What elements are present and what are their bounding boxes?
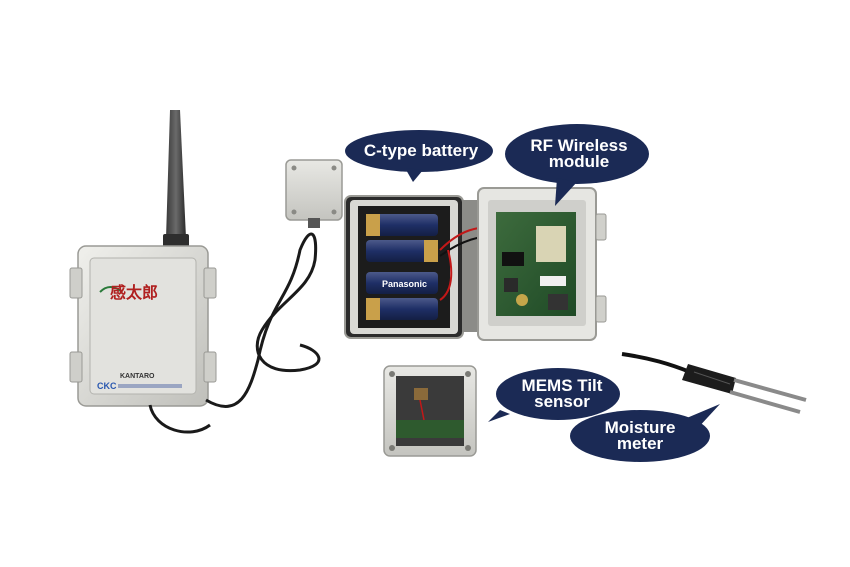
brand-text: KANTARO — [120, 373, 155, 380]
rf-enclosure — [477, 187, 607, 341]
batteries: Panasonic — [366, 214, 438, 320]
callout-moisture-line1: Moisture — [604, 418, 676, 437]
sensor-cable — [205, 232, 321, 408]
moisture-probe — [621, 352, 807, 414]
transmitter-unit: 感太郎 KANTARO CKC — [69, 110, 217, 407]
battery-brand: Panasonic — [382, 279, 427, 289]
callout-battery-text: C-type battery — [363, 141, 479, 160]
callout-mems-line2: sensor — [534, 392, 590, 411]
callout-rf-line1: RF Wireless — [530, 136, 628, 155]
logo-text: 感太郎 — [110, 283, 158, 302]
callout-mems: MEMS Tilt sensor — [488, 366, 620, 426]
callout-moisture-line2: meter — [616, 434, 664, 453]
callout-mems-line1: MEMS Tilt — [521, 376, 603, 395]
callout-rf-line2: module — [548, 152, 610, 171]
company-text: CKC — [97, 381, 117, 391]
junction-box — [285, 159, 343, 228]
callout-battery: C-type battery — [343, 124, 499, 184]
callout-moisture: Moisture meter — [564, 404, 724, 464]
callout-rf-module: RF Wireless module — [503, 122, 655, 206]
battery-enclosure: Panasonic — [344, 195, 503, 339]
mems-sensor-box — [383, 365, 477, 457]
antenna — [166, 110, 186, 238]
